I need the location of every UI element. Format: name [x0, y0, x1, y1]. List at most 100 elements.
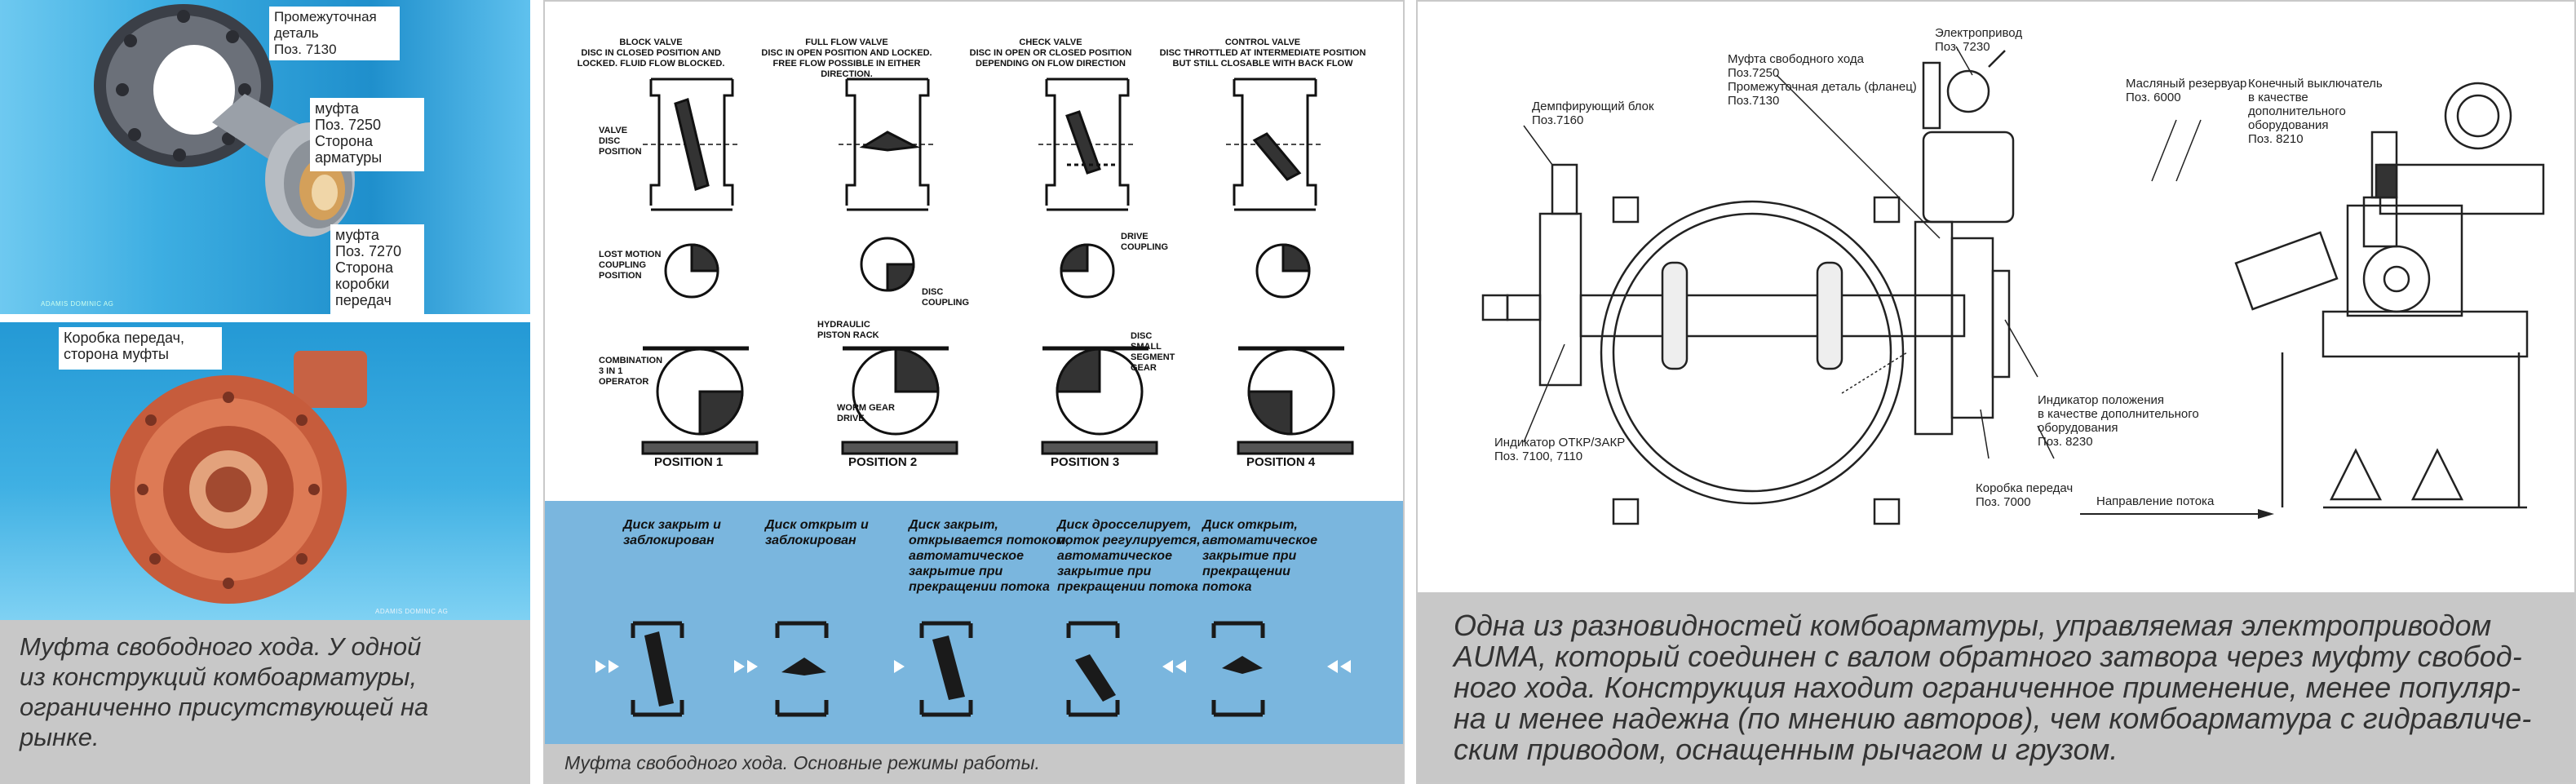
header-text: DISC IN CLOSED POSITION AND — [581, 48, 721, 58]
callout-line: WORM GEAR — [837, 403, 895, 413]
callout-line: SMALL — [1131, 342, 1162, 352]
photo-panel: Промежуточная деталь Поз. 7130 муфта Поз… — [0, 0, 530, 784]
header-title: CONTROL VALVE — [1224, 38, 1301, 47]
mode-line: прекращении потока — [1057, 580, 1198, 594]
label-line: Промежуточная деталь (фланец) — [1728, 80, 1917, 94]
mode-4-text: Диск дросселирует, поток регулируется, а… — [1057, 517, 1201, 595]
label-line: Поз. 7250 — [315, 117, 382, 133]
header-text: LOCKED. FLUID FLOW BLOCKED. — [577, 59, 725, 69]
label-line: Коробка передач, — [64, 330, 184, 346]
label-line: Поз.7160 — [1532, 113, 1584, 127]
label-freewheel-coupling: Муфта свободного хода Поз.7250 Промежуто… — [1728, 52, 1917, 108]
caption-line: рынке. — [20, 723, 100, 751]
label-coupling-gearbox-side: муфта Поз. 7270 Сторона коробки передач — [330, 224, 424, 314]
gearbox-illustration — [110, 351, 367, 604]
mode-line: прекращении — [1202, 565, 1290, 578]
label-line: Муфта свободного хода — [1728, 52, 1864, 66]
label-line: сторона муфты — [64, 346, 169, 362]
callout-line: DISC — [1131, 331, 1153, 341]
label-limit-switch: Конечный выключатель в качестве дополнит… — [2248, 77, 2383, 146]
callout-line: COUPLING — [922, 298, 970, 308]
callout-disc-segment: DISC SMALL SEGMENT GEAR — [1131, 331, 1175, 374]
callout-line: SEGMENT — [1131, 352, 1175, 362]
label-line: дополнительного — [2248, 104, 2346, 118]
mode-line: потока — [1202, 580, 1252, 594]
modes-panel: BLOCK VALVE DISC IN CLOSED POSITION AND … — [543, 0, 1405, 784]
mode-line: поток регулируется, — [1057, 534, 1201, 547]
valve-body-3 — [1038, 78, 1136, 211]
header-text: DISC IN OPEN POSITION AND LOCKED. — [761, 48, 932, 58]
label-line: деталь — [274, 25, 319, 41]
label-line: Поз. 7230 — [1935, 40, 1990, 54]
mode-line: автоматическое — [909, 549, 1024, 563]
photo-credit: ADAMIS DOMINIC AG — [41, 300, 114, 308]
coupling-illustration — [94, 4, 355, 237]
label-open-close-indicator: Индикатор ОТКР/ЗАКР Поз. 7100, 7110 — [1494, 436, 1625, 463]
header-control-valve: CONTROL VALVE DISC THROTTLED AT INTERMED… — [1157, 38, 1369, 69]
label-line: Промежуточная — [274, 9, 377, 24]
row-label-line: VALVE — [599, 126, 628, 135]
label-position-indicator: Индикатор положения в качестве дополните… — [2038, 393, 2199, 449]
label-line: Электропривод — [1935, 26, 2023, 40]
header-text: DEPENDING ON FLOW DIRECTION — [976, 59, 1126, 69]
callout-disc-coupling: DISC COUPLING — [922, 287, 969, 308]
callout-line: DRIVE — [837, 414, 865, 423]
row-label-line: LOST MOTION — [599, 250, 662, 259]
panel2-caption: Муфта свободного хода. Основные режимы р… — [545, 744, 1403, 782]
mode-line: автоматическое — [1057, 549, 1172, 563]
mode-line: закрытие при — [1202, 549, 1297, 563]
label-line: в качестве дополнительного — [2038, 407, 2199, 421]
mode-line: заблокирован — [765, 534, 856, 547]
label-line: в качестве — [2248, 91, 2308, 104]
label-line: оборудования — [2248, 118, 2329, 132]
callout-line: GEAR — [1131, 363, 1157, 373]
header-text: DISC THROTTLED AT INTERMEDIATE POSITION — [1159, 48, 1366, 58]
caption-line: ским приводом, оснащенным рычагом и груз… — [1454, 733, 2118, 766]
label-line: Поз. 8230 — [2038, 435, 2093, 449]
mode-line: Диск открыт, — [1202, 518, 1298, 532]
mode-line: заблокирован — [623, 534, 715, 547]
label-flow-direction: Направление потока — [2096, 494, 2215, 508]
label-intermediate-part: Промежуточная деталь Поз. 7130 — [269, 7, 400, 60]
label-line: Масляный резервуар — [2126, 77, 2247, 91]
header-text: DISC IN OPEN OR CLOSED POSITION — [969, 48, 1132, 58]
header-title: CHECK VALVE — [1019, 38, 1082, 47]
mode-3-text: Диск закрыт, открывается потоком, автома… — [909, 517, 1069, 595]
label-gearbox: Коробка передач, сторона муфты — [59, 327, 222, 370]
label-line: арматуры — [315, 149, 383, 166]
label-line: муфта — [315, 100, 359, 117]
label-line: Конечный выключатель — [2248, 77, 2383, 91]
caption-line: Одна из разновидностей комбоарматуры, уп… — [1454, 609, 2492, 642]
label-line: оборудования — [2038, 421, 2118, 435]
valve-mode-diagrams — [641, 78, 1354, 455]
row-label-combination: COMBINATION 3 IN 1 OPERATOR — [599, 356, 662, 388]
caption-line: из конструкций комбоарматуры, — [20, 662, 418, 691]
callout-line: PISTON RACK — [817, 330, 879, 340]
row-label-line: POSITION — [599, 271, 642, 281]
flow-arrow — [2080, 509, 2274, 519]
header-title: FULL FLOW VALVE — [805, 38, 888, 47]
photo-credit: ADAMIS DOMINIC AG — [375, 608, 449, 615]
callout-line: DISC — [922, 287, 944, 297]
mode-line: закрытие при — [1057, 565, 1152, 578]
label-gearbox: Коробка передач Поз. 7000 — [1976, 481, 2073, 509]
row-label-valve-disc: VALVE DISC POSITION — [599, 126, 642, 157]
callout-drive-coupling: DRIVE COUPLING — [1121, 232, 1168, 253]
header-title: BLOCK VALVE — [619, 38, 683, 47]
mode-line: Диск закрыт и — [623, 518, 721, 532]
label-line: Сторона — [315, 133, 374, 149]
valve-assembly-drawing — [1481, 46, 2545, 525]
header-text: FREE FLOW POSSIBLE IN EITHER DIRECTION. — [772, 59, 921, 79]
modes-box: Диск закрыт и заблокирован Диск открыт и… — [545, 501, 1403, 746]
panel1-caption: Муфта свободного хода. У одной из констр… — [0, 620, 530, 784]
row-label-lost-motion: LOST MOTION COUPLING POSITION — [599, 250, 661, 281]
mode-line: Диск открыт и — [765, 518, 869, 532]
label-line: Индикатор положения — [2038, 393, 2165, 407]
label-coupling-valve-side: муфта Поз. 7250 Сторона арматуры — [310, 98, 424, 171]
row-label-line: POSITION — [599, 147, 642, 157]
caption-line: ограниченно присутствующей на — [20, 693, 429, 721]
label-line: Демпфирующий блок — [1532, 100, 1654, 113]
header-full-flow-valve: FULL FLOW VALVE DISC IN OPEN POSITION AN… — [749, 38, 945, 80]
label-line: Поз. 7270 — [335, 243, 402, 259]
valve-body-4 — [1226, 78, 1324, 211]
